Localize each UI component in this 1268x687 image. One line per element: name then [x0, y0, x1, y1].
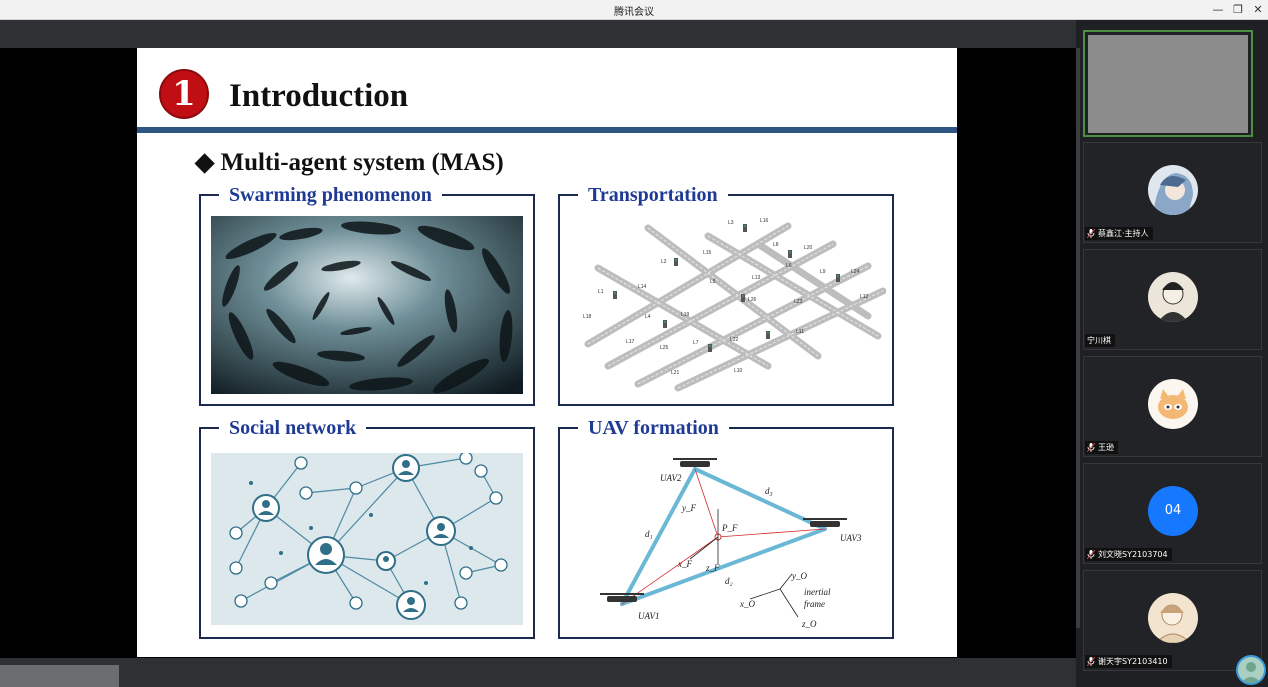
panel-social-network: Social network — [199, 417, 535, 639]
d2-label: d₂ — [725, 576, 733, 586]
road-label: L10 — [734, 368, 743, 374]
sidebar-scrollbar[interactable] — [1076, 48, 1080, 628]
zo-label: z_O — [801, 619, 817, 629]
xf-label: x_F — [677, 559, 692, 569]
road-label: L6 — [786, 263, 792, 269]
mic-icon — [1087, 443, 1095, 452]
participant-name: 王逊 — [1085, 441, 1118, 454]
participant-name-text: 王逊 — [1098, 443, 1114, 452]
participant-name-text: 宁川棋 — [1087, 336, 1111, 345]
uav2-label: UAV2 — [660, 473, 682, 483]
participant-name: 谢天宇SY2103410 — [1085, 655, 1172, 668]
participant-name: 宁川棋 — [1085, 334, 1115, 347]
xo-label: x_O — [739, 599, 755, 609]
road-label: L7 — [693, 340, 699, 346]
window-titlebar: 腾讯会议 — ❐ ✕ — [0, 0, 1268, 20]
slide-bullet: ◆ Multi-agent system (MAS) — [195, 149, 504, 176]
participant-tile[interactable]: 04 刘文晓SY2103704 — [1083, 463, 1262, 564]
road-label: L19 — [681, 312, 690, 318]
road-label: L17 — [626, 339, 635, 345]
bottom-toolbar — [0, 658, 1076, 687]
yf-label: y_F — [681, 503, 696, 513]
panel-uav-formation: UAV formation — [558, 417, 894, 639]
self-video — [1088, 35, 1248, 133]
mic-icon — [1087, 657, 1095, 666]
meeting-toolbar — [0, 20, 1076, 48]
pf-label: P_F — [721, 523, 738, 533]
participant-tile[interactable]: 谢天宇SY2103410 — [1083, 570, 1262, 671]
participant-name-text: 谢天宇SY2103410 — [1098, 657, 1168, 666]
participant-name: 刘文晓SY2103704 — [1085, 548, 1172, 561]
uav3-label: UAV3 — [840, 533, 862, 543]
road-label: L8 — [773, 242, 779, 248]
mic-icon — [1087, 550, 1095, 559]
road-label: L22 — [730, 337, 739, 343]
road-label: L14 — [638, 284, 647, 290]
road-network-diagram: L3 L16 L8 L20 L2 L15 L6 L9 L24 L14 L5 L1… — [568, 216, 886, 400]
road-label: L2 — [661, 259, 667, 265]
section-number-badge: 1 — [159, 69, 209, 119]
road-label: L4 — [645, 314, 651, 320]
road-label: L26 — [748, 297, 757, 303]
participant-tile[interactable]: 宁川棋 — [1083, 249, 1262, 350]
close-button[interactable]: ✕ — [1253, 3, 1263, 16]
uav-formation-diagram: UAV2 UAV3 UAV1 d₁ d₂ d₃ P_F y_F x_F z_F … — [570, 449, 886, 635]
heading-rule — [137, 127, 957, 133]
anime-avatar — [1148, 165, 1198, 215]
road-label: L23 — [794, 299, 803, 305]
road-label: L21 — [671, 370, 680, 376]
fish-school-image — [211, 216, 523, 394]
participant-name: 蔡鑫江·主持人 — [1085, 227, 1153, 240]
road-label: L11 — [796, 329, 804, 335]
shared-slide: 1 Introduction ◆ Multi-agent system (MAS… — [137, 48, 957, 657]
participant-tile[interactable]: 王逊 — [1083, 356, 1262, 457]
panel-title-swarming: Swarming phenomenon — [219, 184, 442, 207]
restore-button[interactable]: ❐ — [1233, 3, 1243, 16]
initials-avatar: 04 — [1148, 486, 1198, 536]
road-label: L20 — [804, 245, 813, 251]
panel-title-transportation: Transportation — [578, 184, 728, 207]
participant-name-text: 蔡鑫江·主持人 — [1098, 229, 1149, 238]
road-label: L25 — [660, 345, 669, 351]
panel-title-uav-formation: UAV formation — [578, 417, 729, 440]
uav1-label: UAV1 — [638, 611, 660, 621]
frame-label: frame — [804, 599, 825, 609]
yo-label: y_O — [791, 571, 807, 581]
sketch-avatar — [1148, 272, 1198, 322]
road-label: L5 — [710, 279, 716, 285]
inertial-label: inertial — [804, 587, 831, 597]
road-label: L18 — [583, 314, 592, 320]
floating-avatar-button[interactable] — [1236, 655, 1266, 685]
road-label: L1 — [598, 289, 604, 295]
panel-title-social-network: Social network — [219, 417, 367, 440]
d3-label: d₃ — [765, 486, 773, 496]
minimize-button[interactable]: — — [1212, 3, 1224, 16]
participant-tile[interactable]: 蔡鑫江·主持人 — [1083, 142, 1262, 243]
road-label: L15 — [703, 250, 712, 256]
road-label: L24 — [851, 269, 860, 275]
panel-transportation: Transportation — [558, 184, 894, 406]
road-label: L12 — [860, 294, 869, 300]
participant-name-text: 刘文晓SY2103704 — [1098, 550, 1168, 559]
slide-heading: Introduction — [229, 78, 409, 114]
panel-swarming: Swarming phenomenon — [199, 184, 535, 406]
self-video-tile[interactable] — [1083, 30, 1253, 137]
road-label: L13 — [752, 275, 761, 281]
bottom-left-control[interactable] — [0, 665, 119, 687]
window-title: 腾讯会议 — [614, 7, 654, 18]
d1-label: d₁ — [645, 529, 653, 539]
zf-label: z_F — [705, 563, 720, 573]
road-label: L3 — [728, 220, 734, 226]
road-label: L9 — [820, 269, 826, 275]
road-label: L16 — [760, 218, 769, 224]
drawing-avatar — [1148, 593, 1198, 643]
social-network-image — [211, 453, 523, 625]
cat-avatar — [1148, 379, 1198, 429]
mic-icon — [1087, 229, 1095, 238]
